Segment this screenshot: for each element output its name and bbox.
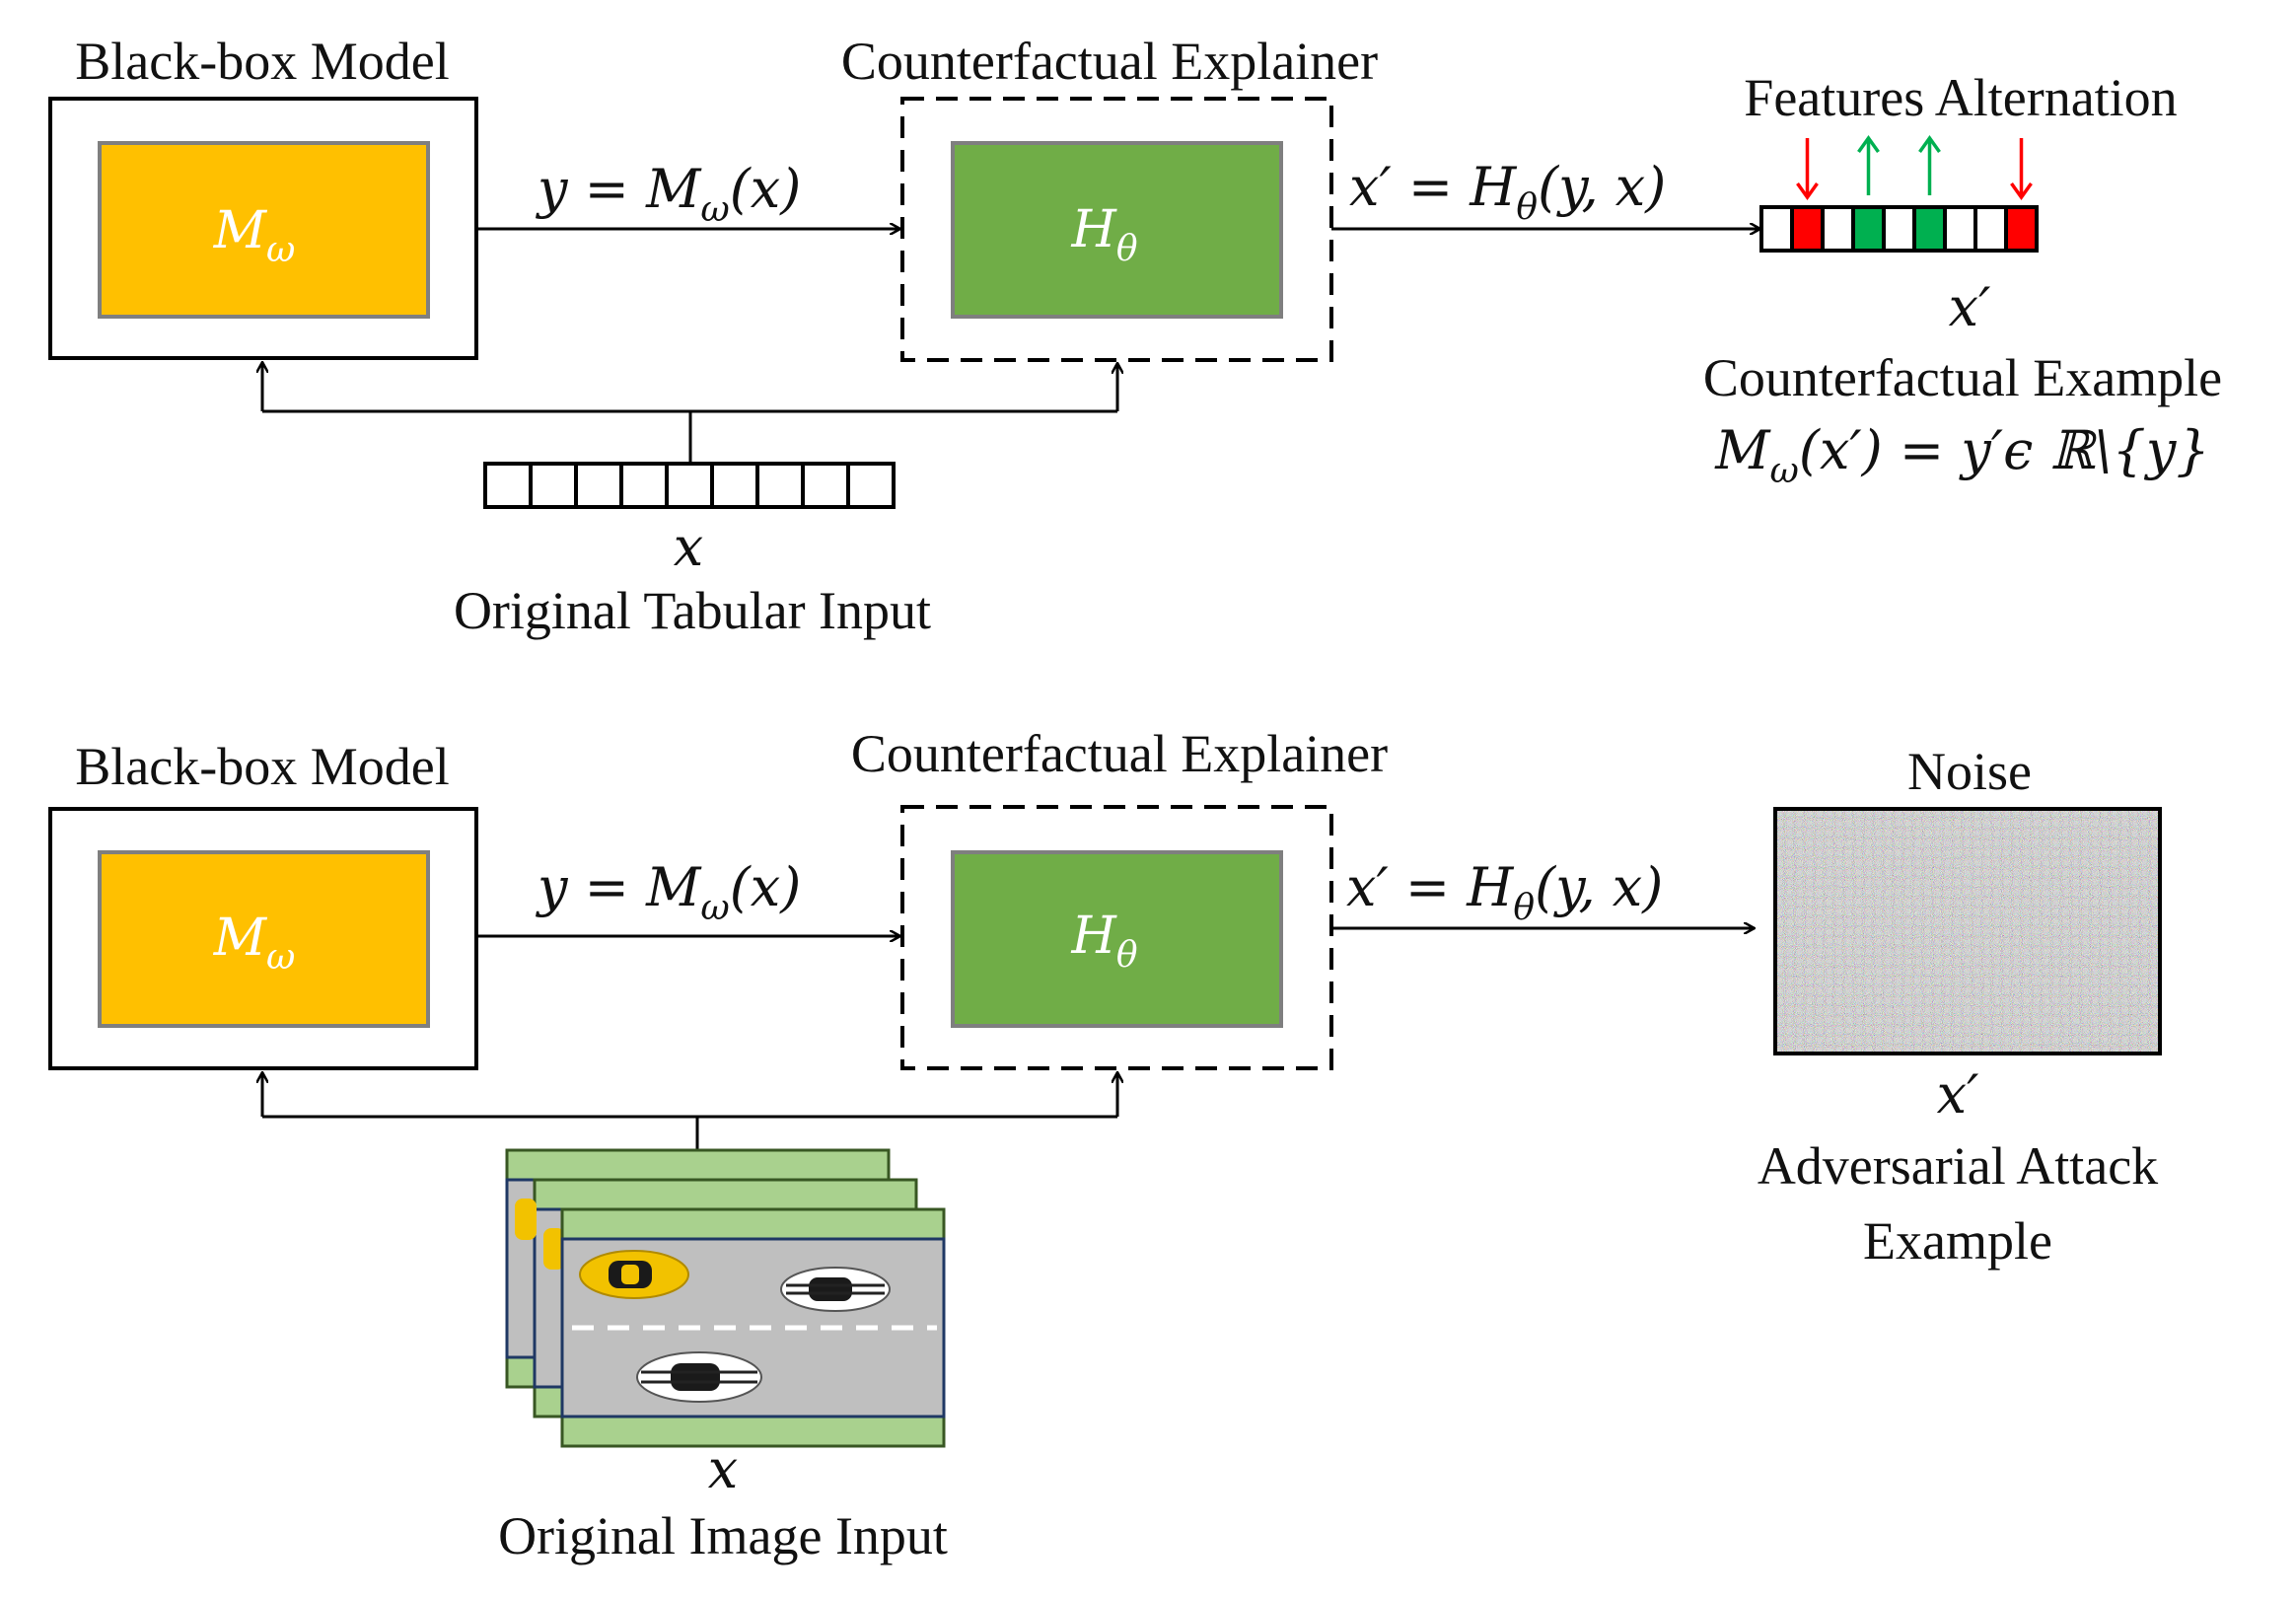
car-yellow-partial-icon bbox=[543, 1228, 565, 1270]
top-explainer-title: Counterfactual Explainer bbox=[841, 32, 1378, 91]
feature-cell-white bbox=[1821, 205, 1855, 253]
top-xprime-equation: x′ = Hθ(y, x) bbox=[1349, 156, 1666, 228]
tabular-input-cell bbox=[801, 462, 850, 509]
feature-cell-green bbox=[1851, 205, 1886, 253]
top-output-caption: Counterfactual Example bbox=[1703, 348, 2222, 407]
bottom-y-equation: y = Mω(x) bbox=[536, 856, 801, 928]
car-yellow-partial-icon bbox=[515, 1199, 537, 1240]
bottom-model-symbol: Mω bbox=[213, 909, 296, 978]
feature-cell-red bbox=[2004, 205, 2039, 253]
noise-image bbox=[1775, 809, 2160, 1054]
feature-cell-white bbox=[1759, 205, 1794, 253]
tabular-input-vector bbox=[483, 462, 896, 509]
top-explainer-inner bbox=[951, 141, 1283, 319]
feature-cell-red bbox=[1790, 205, 1825, 253]
bottom-model-inner bbox=[98, 850, 430, 1028]
top-output-var: x′ bbox=[1949, 276, 1991, 338]
bottom-explainer-inner bbox=[951, 850, 1283, 1028]
top-explainer-symbol: Hθ bbox=[1070, 200, 1137, 269]
feature-arrows bbox=[1796, 134, 2033, 201]
bottom-output-caption-line1: Adversarial Attack bbox=[1758, 1136, 2158, 1196]
bottom-explainer-title: Counterfactual Explainer bbox=[851, 724, 1388, 783]
bottom-input-caption: Original Image Input bbox=[498, 1506, 948, 1565]
bottom-output-caption-line2: Example bbox=[1863, 1211, 2052, 1271]
car-yellow-icon bbox=[579, 1250, 689, 1299]
tabular-input-cell bbox=[574, 462, 623, 509]
noise-image-border bbox=[1773, 807, 2162, 1055]
bottom-panel: Black-box Model Mω Counterfactual Explai… bbox=[48, 724, 2162, 1565]
tabular-input-cell bbox=[665, 462, 714, 509]
top-y-equation: y = Mω(x) bbox=[536, 158, 801, 230]
top-panel: Black-box Model Mω Counterfactual Explai… bbox=[48, 32, 2222, 640]
tabular-input-cell bbox=[846, 462, 896, 509]
feature-cell-green bbox=[1912, 205, 1947, 253]
bottom-model-title: Black-box Model bbox=[75, 737, 449, 796]
top-model-symbol: Mω bbox=[213, 201, 296, 270]
arrow-down-icon bbox=[2010, 138, 2033, 201]
top-model-inner bbox=[98, 141, 430, 319]
tabular-input-cell bbox=[529, 462, 578, 509]
car-white-icon bbox=[636, 1351, 762, 1403]
noise-title: Noise bbox=[1907, 742, 2032, 801]
car-white-icon bbox=[780, 1267, 891, 1312]
top-input-var: x bbox=[674, 516, 703, 578]
tabular-input-cell bbox=[483, 462, 533, 509]
top-output-formula: Mω(x′) = y′ϵ ℝ\{y} bbox=[1714, 419, 2210, 491]
arrow-up-icon bbox=[1918, 134, 1941, 195]
feature-cell-white bbox=[1973, 205, 2008, 253]
image-input-stack bbox=[505, 1148, 946, 1448]
top-input-caption: Original Tabular Input bbox=[454, 581, 931, 640]
feature-cell-white bbox=[1943, 205, 1977, 253]
bottom-output-var: x′ bbox=[1937, 1063, 1979, 1126]
road-frame-front bbox=[560, 1207, 946, 1448]
arrow-down-icon bbox=[1796, 138, 1819, 201]
bottom-xprime-equation: x′ = Hθ(y, x) bbox=[1346, 856, 1663, 928]
bottom-explainer-symbol: Hθ bbox=[1070, 907, 1137, 976]
tabular-input-cell bbox=[710, 462, 759, 509]
top-model-title: Black-box Model bbox=[75, 32, 449, 91]
feature-cell-white bbox=[1882, 205, 1916, 253]
tabular-input-cell bbox=[755, 462, 805, 509]
features-title: Features Alternation bbox=[1744, 68, 2177, 127]
arrow-up-icon bbox=[1857, 134, 1880, 195]
bottom-input-var: x bbox=[708, 1438, 738, 1500]
feature-vector bbox=[1759, 205, 2039, 253]
tabular-input-cell bbox=[619, 462, 669, 509]
